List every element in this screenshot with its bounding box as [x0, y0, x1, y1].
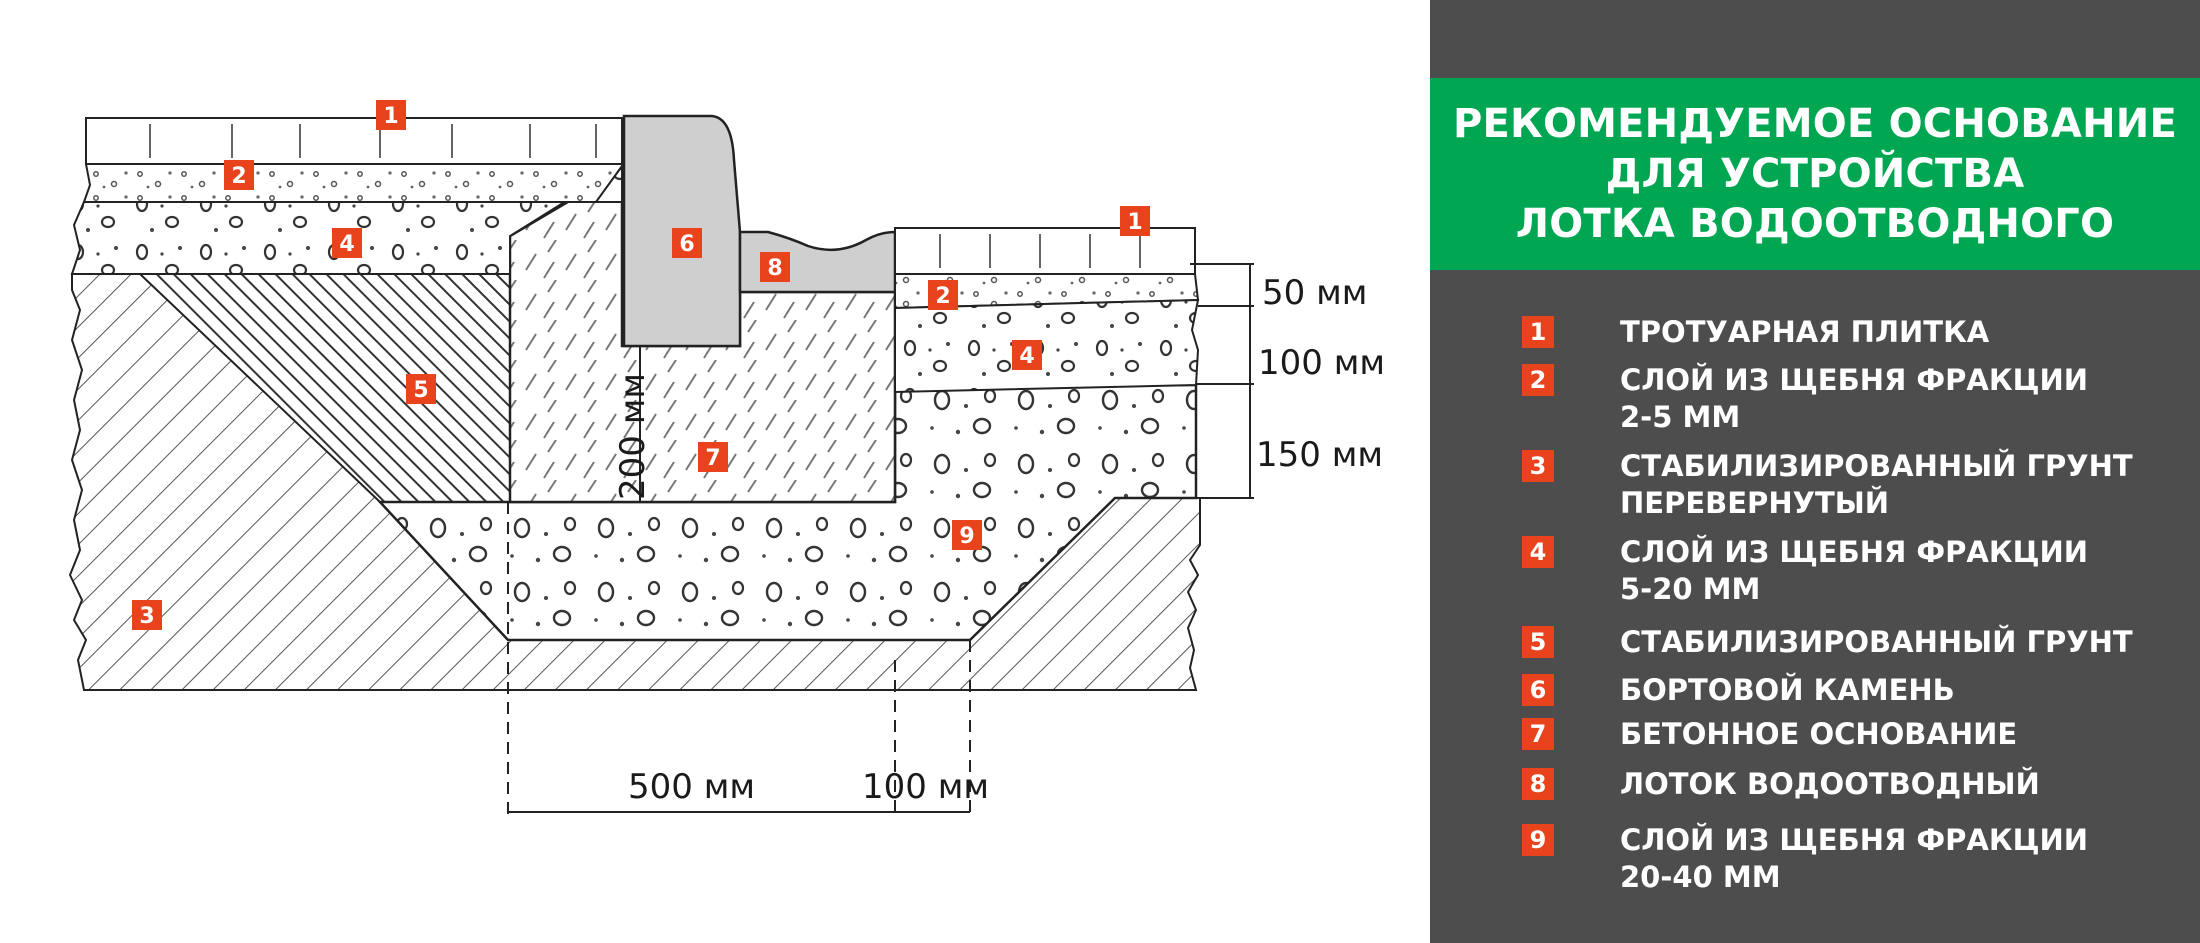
marker-4-left: 4	[332, 228, 362, 258]
legend-number: 1	[1522, 316, 1554, 348]
legend-item-4: 4 СЛОЙ ИЗ ЩЕБНЯ ФРАКЦИИ 5-20 ММ	[1522, 534, 2088, 608]
svg-text:1: 1	[383, 104, 398, 129]
legend-label: СЛОЙ ИЗ ЩЕБНЯ ФРАКЦИИ 20-40 ММ	[1620, 823, 2089, 894]
legend-label: ТРОТУАРНАЯ ПЛИТКА	[1620, 315, 1990, 349]
marker-1-right: 1	[1120, 206, 1150, 236]
legend-number: 7	[1522, 718, 1554, 750]
legend-item-9: 9 СЛОЙ ИЗ ЩЕБНЯ ФРАКЦИИ 20-40 ММ	[1522, 822, 2088, 896]
marker-2-right: 2	[928, 280, 958, 310]
dim-500mm: 500 мм	[628, 767, 755, 807]
svg-text:5: 5	[413, 378, 428, 403]
legend-number: 6	[1522, 674, 1554, 706]
gravel-layer-4-left	[70, 164, 623, 275]
legend-panel: РЕКОМЕНДУЕМОЕ ОСНОВАНИЕ ДЛЯ УСТРОЙСТВА Л…	[1430, 0, 2200, 943]
marker-5: 5	[406, 374, 436, 404]
dim-100mm-vertical: 100 мм	[1258, 343, 1385, 383]
gravel-layer-2-left	[82, 163, 623, 203]
svg-text:9: 9	[959, 524, 974, 549]
legend-number: 9	[1522, 824, 1554, 856]
dim-200mm: 200 мм	[613, 373, 653, 500]
dimension-lines-bottom	[507, 502, 971, 820]
svg-text:3: 3	[139, 604, 154, 629]
paving-tiles-left	[85, 117, 623, 165]
legend-item-7: 7 БЕТОННОЕ ОСНОВАНИЕ	[1522, 716, 2017, 753]
legend-label: БОРТОВОЙ КАМЕНЬ	[1620, 673, 1955, 707]
legend-number: 8	[1522, 768, 1554, 800]
dim-50mm: 50 мм	[1262, 273, 1367, 313]
legend-number: 3	[1522, 450, 1554, 482]
svg-text:4: 4	[339, 232, 354, 257]
legend-label: СТАБИЛИЗИРОВАННЫЙ ГРУНТ	[1620, 625, 2133, 659]
svg-text:2: 2	[935, 284, 950, 309]
legend-label: СТАБИЛИЗИРОВАННЫЙ ГРУНТ ПЕРЕВЕРНУТЫЙ	[1620, 449, 2133, 520]
legend-label: ЛОТОК ВОДООТВОДНЫЙ	[1620, 767, 2040, 801]
svg-text:8: 8	[767, 256, 782, 281]
svg-text:6: 6	[679, 232, 694, 257]
dim-100mm-horizontal: 100 мм	[862, 767, 989, 807]
legend-label: СЛОЙ ИЗ ЩЕБНЯ ФРАКЦИИ 2-5 ММ	[1620, 363, 2089, 434]
legend-item-6: 6 БОРТОВОЙ КАМЕНЬ	[1522, 672, 1955, 709]
legend-item-3: 3 СТАБИЛИЗИРОВАННЫЙ ГРУНТ ПЕРЕВЕРНУТЫЙ	[1522, 448, 2133, 522]
marker-4-right: 4	[1012, 340, 1042, 370]
legend-number: 4	[1522, 536, 1554, 568]
legend-number: 5	[1522, 626, 1554, 658]
legend-item-8: 8 ЛОТОК ВОДООТВОДНЫЙ	[1522, 766, 2040, 803]
svg-text:1: 1	[1127, 210, 1142, 235]
legend-label: БЕТОННОЕ ОСНОВАНИЕ	[1620, 717, 2018, 751]
legend-item-2: 2 СЛОЙ ИЗ ЩЕБНЯ ФРАКЦИИ 2-5 ММ	[1522, 362, 2088, 436]
legend-number: 2	[1522, 364, 1554, 396]
legend-label: СЛОЙ ИЗ ЩЕБНЯ ФРАКЦИИ 5-20 ММ	[1620, 535, 2089, 606]
marker-7: 7	[698, 442, 728, 472]
dimension-lines-right	[1190, 263, 1254, 499]
svg-text:4: 4	[1019, 344, 1034, 369]
marker-2-left: 2	[224, 160, 254, 190]
marker-3: 3	[132, 600, 162, 630]
svg-text:2: 2	[231, 164, 246, 189]
marker-9: 9	[952, 520, 982, 550]
title-band: РЕКОМЕНДУЕМОЕ ОСНОВАНИЕ ДЛЯ УСТРОЙСТВА Л…	[1430, 78, 2200, 270]
marker-8: 8	[760, 252, 790, 282]
tile-joints-right	[939, 234, 1141, 268]
page-title: РЕКОМЕНДУЕМОЕ ОСНОВАНИЕ ДЛЯ УСТРОЙСТВА Л…	[1453, 101, 2177, 247]
svg-text:7: 7	[705, 446, 720, 471]
dim-150mm: 150 мм	[1256, 435, 1383, 475]
gravel-layer-4-right	[894, 298, 1200, 394]
legend-item-1: 1 ТРОТУАРНАЯ ПЛИТКА	[1522, 314, 1989, 351]
marker-6: 6	[672, 228, 702, 258]
legend-item-5: 5 СТАБИЛИЗИРОВАННЫЙ ГРУНТ	[1522, 624, 2133, 661]
construction-diagram: 50 мм 100 мм 150 мм 200 мм 500 мм 100 мм…	[68, 100, 1385, 820]
marker-1-left: 1	[376, 100, 406, 130]
